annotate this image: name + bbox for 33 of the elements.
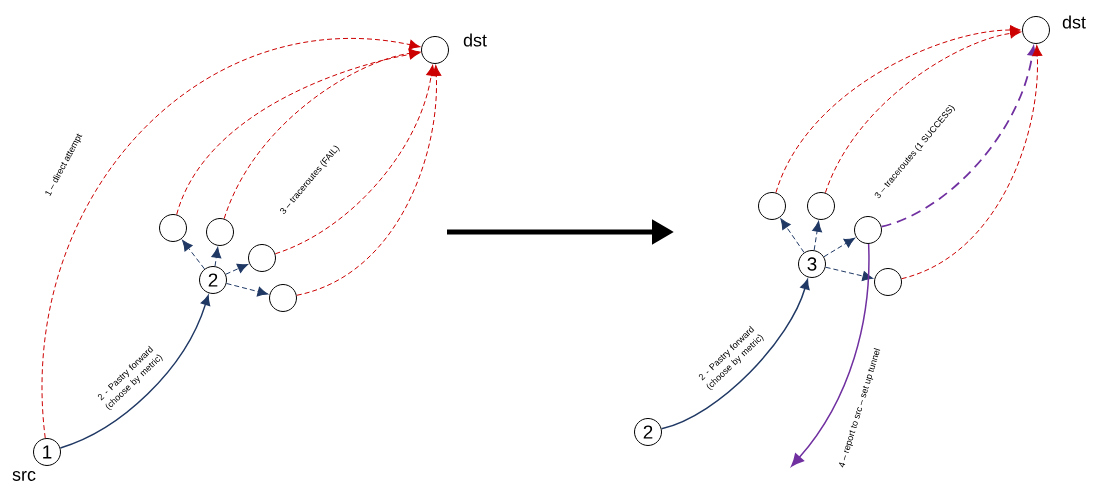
node-circle	[421, 36, 449, 64]
arrow	[41, 38, 421, 439]
arrow	[775, 24, 1021, 194]
arrow	[825, 266, 874, 282]
arrow	[780, 218, 805, 253]
node-circle	[758, 192, 786, 220]
endpoint-label: src	[12, 471, 36, 481]
arrow	[660, 279, 810, 430]
arrow	[225, 263, 249, 275]
node-circle	[206, 218, 234, 246]
node-circle	[874, 268, 902, 296]
node-circle	[807, 192, 835, 220]
node-circle	[248, 244, 276, 272]
arrow	[59, 295, 211, 449]
arrow	[296, 65, 442, 296]
arrow	[823, 237, 856, 258]
endpoint-label: dst	[1062, 15, 1086, 29]
endpoint-label: dst	[463, 33, 487, 47]
node-circle	[854, 216, 882, 244]
arrow	[211, 247, 222, 267]
arrow	[824, 28, 1021, 194]
node-circle	[269, 284, 297, 312]
arrow	[182, 239, 205, 270]
arrow	[274, 65, 437, 255]
arrow	[901, 45, 1043, 280]
edge-label: 4 – report to src – set up tunnel	[836, 346, 884, 470]
arrow	[880, 45, 1037, 228]
arrow	[226, 283, 269, 297]
node-circle	[1022, 16, 1050, 44]
node-circle	[159, 214, 187, 242]
arrow	[223, 48, 420, 220]
arrow	[791, 243, 870, 467]
arrow	[812, 221, 823, 251]
